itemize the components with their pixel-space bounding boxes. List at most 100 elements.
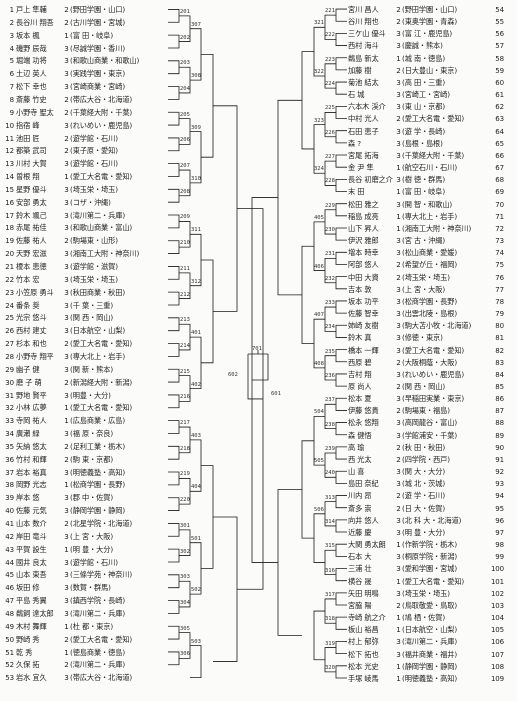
match-number: 223 xyxy=(325,56,335,63)
bracket-line xyxy=(168,291,180,306)
player-name: 西 光太 xyxy=(348,454,372,464)
player-school: (愛工大名電・愛知) xyxy=(402,345,465,355)
match-number: 311 xyxy=(191,227,201,234)
bracket-line xyxy=(335,495,347,509)
player-name: 石田 恵子 xyxy=(348,126,379,136)
player-grade: 2 xyxy=(64,107,69,117)
player-name: 野地 賢平 xyxy=(16,390,47,400)
player-school: (希望が丘・福岡) xyxy=(402,260,458,270)
player-grade: 3 xyxy=(396,41,401,51)
bracket-line xyxy=(201,465,214,569)
bracket-line xyxy=(313,513,325,563)
player-school: (日大豊山・東京) xyxy=(402,65,458,75)
player-name: 山 喜 xyxy=(348,467,365,477)
entry-seed: 25 xyxy=(5,314,14,323)
player-name: 乾 秀 xyxy=(16,647,33,657)
bracket-line xyxy=(168,420,180,434)
bracket-line xyxy=(201,54,214,158)
entry-number: 88 xyxy=(495,419,504,428)
player-school: (北 科 大・北海道) xyxy=(402,515,462,525)
player-name: 磯野 辰哉 xyxy=(16,43,47,53)
player-name: 小笠原 勇斗 xyxy=(16,287,54,297)
bracket-entry-right: 森 ?3(島根・島根)65 xyxy=(348,136,517,152)
bracket-line xyxy=(335,349,347,363)
player-name: 杉本 和也 xyxy=(16,339,47,349)
entry-seed: 53 xyxy=(5,674,14,683)
bracket-line xyxy=(335,397,347,411)
entry-number: 64 xyxy=(495,127,504,136)
entry-seed: 29 xyxy=(5,365,14,374)
match-number: 323 xyxy=(314,117,324,124)
player-school: (日本航空・山梨) xyxy=(70,326,126,336)
player-school: (関 西・岡山) xyxy=(70,313,114,323)
player-name: 石本 大 xyxy=(348,552,372,562)
entry-seed: 47 xyxy=(5,597,14,606)
player-school: (富 田・岐阜) xyxy=(402,187,446,197)
entry-number: 65 xyxy=(495,139,504,148)
player-school: (遊学館・石川) xyxy=(70,159,118,169)
player-school: (東子原・愛知) xyxy=(70,146,118,156)
bracket-line xyxy=(168,60,180,75)
match-number: 313 xyxy=(325,494,335,501)
bracket-line xyxy=(168,188,180,203)
bracket-line xyxy=(168,86,180,100)
player-name: 松田 雅之 xyxy=(348,199,379,209)
match-number: 213 xyxy=(180,317,190,324)
player-school: (早稲田実業・東京) xyxy=(402,394,465,404)
player-name: 佐藤 祐人 xyxy=(16,236,47,246)
match-number: 210 xyxy=(180,240,190,247)
player-school: (慶誠・熊本) xyxy=(402,41,443,51)
entry-seed: 33 xyxy=(5,417,14,426)
player-grade: 3 xyxy=(64,608,69,618)
match-number: 322 xyxy=(314,68,324,75)
bracket-line xyxy=(335,641,347,655)
bracket-line xyxy=(277,489,302,636)
player-name: 鵜島 新太 xyxy=(348,53,379,63)
entry-seed: 7 xyxy=(9,83,14,92)
player-school: (野田学園・山口) xyxy=(402,5,458,14)
entry-seed: 11 xyxy=(5,134,14,143)
player-grade: 3 xyxy=(396,394,401,404)
match-number: 320 xyxy=(325,664,335,671)
match-number: 221 xyxy=(325,8,335,15)
player-name: 三浦 壮 xyxy=(348,564,372,574)
player-grade: 2 xyxy=(396,503,401,513)
match-number: 505 xyxy=(314,458,324,465)
entry-number: 87 xyxy=(495,407,504,416)
entry-number: 74 xyxy=(495,249,504,258)
player-name: 近藤 慶 xyxy=(348,527,372,537)
player-grade: 2 xyxy=(396,65,401,75)
player-grade: 3 xyxy=(396,102,401,112)
player-name: 坂田 修 xyxy=(16,583,40,593)
bracket-line xyxy=(168,471,180,486)
player-name: 森 健悟 xyxy=(348,430,372,440)
player-grade: 3 xyxy=(396,345,401,355)
player-grade: 3 xyxy=(396,77,401,87)
entry-number: 77 xyxy=(495,285,504,294)
player-name: 指宿 峰 xyxy=(16,120,40,130)
player-grade: 3 xyxy=(396,527,401,537)
entry-seed: 45 xyxy=(5,571,14,580)
player-school: (埼玉栄・埼玉) xyxy=(70,274,118,284)
player-grade: 2 xyxy=(64,634,69,644)
player-grade: 2 xyxy=(64,133,69,143)
player-school: (数賀・群馬) xyxy=(70,583,111,593)
entry-number: 91 xyxy=(495,455,504,464)
player-name: 六本木 渓介 xyxy=(348,102,386,112)
entry-seed: 40 xyxy=(5,507,14,516)
player-grade: 3 xyxy=(64,262,69,271)
player-grade: 3 xyxy=(64,82,69,92)
